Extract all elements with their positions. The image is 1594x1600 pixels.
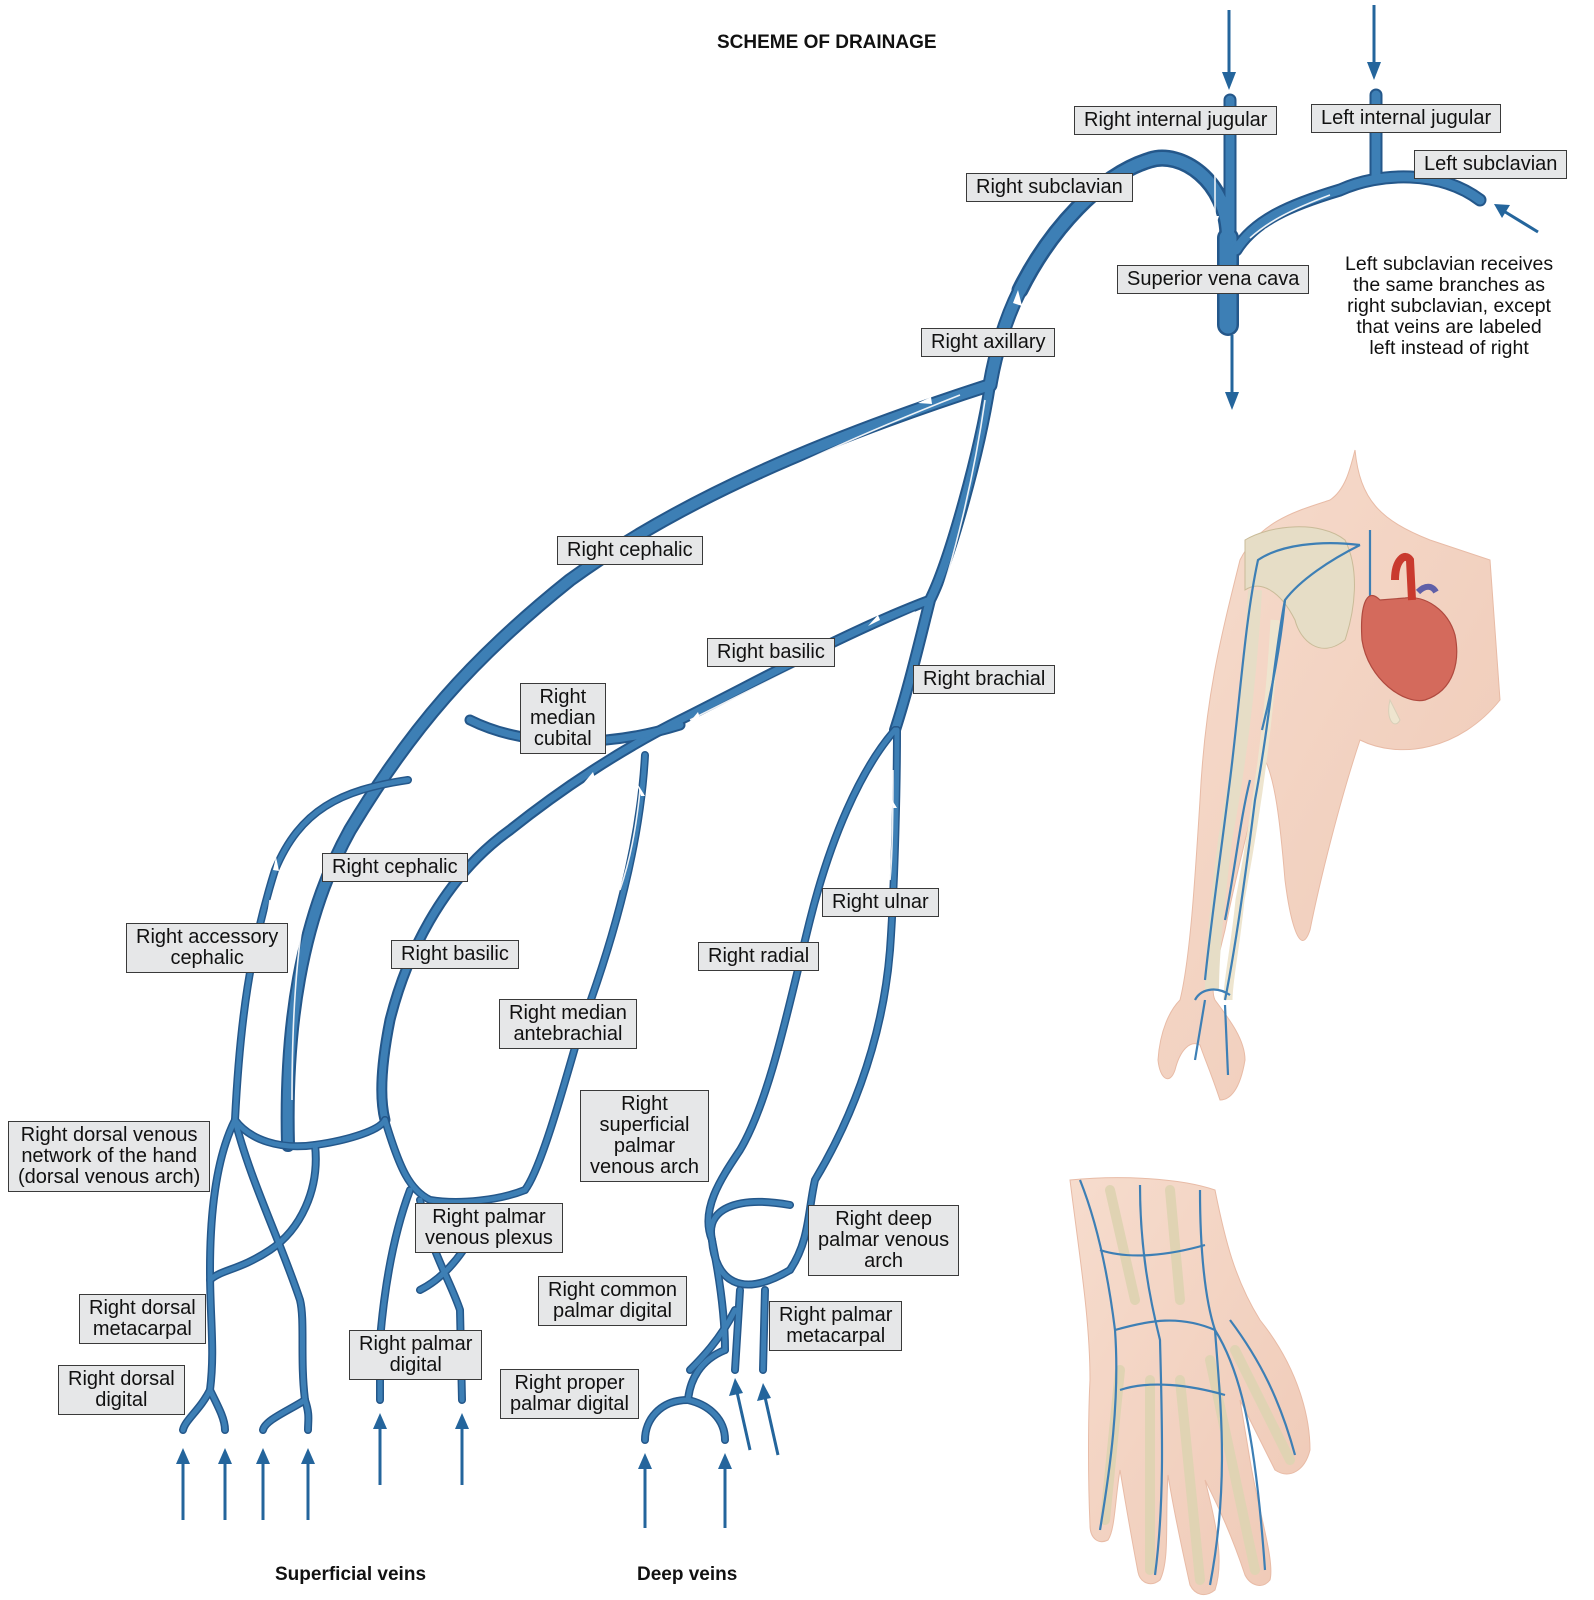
label-superior-vena-cava: Superior vena cava <box>1117 265 1309 294</box>
label-right-superficial-palmar-venous-arch: Right superficial palmar venous arch <box>580 1090 709 1182</box>
label-right-median-cubital: Right median cubital <box>520 683 606 754</box>
label-left-internal-jugular: Left internal jugular <box>1311 104 1501 133</box>
label-right-proper-palmar-digital: Right proper palmar digital <box>500 1369 639 1419</box>
label-right-axillary: Right axillary <box>921 328 1055 357</box>
label-right-palmar-digital: Right palmar digital <box>349 1330 482 1380</box>
label-right-common-palmar-digital: Right common palmar digital <box>538 1276 687 1326</box>
label-right-subclavian: Right subclavian <box>966 173 1133 202</box>
arm-illustration <box>1158 450 1500 1100</box>
label-right-basilic-lower: Right basilic <box>391 940 519 969</box>
label-right-accessory-cephalic: Right accessory cephalic <box>126 923 288 973</box>
label-right-deep-palmar-venous-arch: Right deep palmar venous arch <box>808 1205 959 1276</box>
footer-deep-veins: Deep veins <box>637 1564 737 1586</box>
label-right-basilic-upper: Right basilic <box>707 638 835 667</box>
left-subclavian-note: Left subclavian receives the same branch… <box>1345 254 1553 359</box>
diagram-title: SCHEME OF DRAINAGE <box>717 32 937 54</box>
label-right-internal-jugular: Right internal jugular <box>1074 106 1277 135</box>
label-right-median-antebrachial: Right median antebrachial <box>499 999 637 1049</box>
footer-superficial-veins: Superficial veins <box>275 1564 426 1586</box>
label-right-brachial: Right brachial <box>913 665 1055 694</box>
label-left-subclavian: Left subclavian <box>1414 150 1567 179</box>
label-right-radial: Right radial <box>698 942 819 971</box>
label-right-ulnar: Right ulnar <box>822 888 939 917</box>
label-right-palmar-venous-plexus: Right palmar venous plexus <box>415 1203 563 1253</box>
label-right-cephalic-lower: Right cephalic <box>322 853 468 882</box>
hand-illustration <box>1070 1178 1310 1595</box>
label-right-dorsal-venous-network: Right dorsal venous network of the hand … <box>8 1121 210 1192</box>
label-right-dorsal-metacarpal: Right dorsal metacarpal <box>79 1294 206 1344</box>
label-right-dorsal-digital: Right dorsal digital <box>58 1365 185 1415</box>
label-right-palmar-metacarpal: Right palmar metacarpal <box>769 1301 902 1351</box>
label-right-cephalic-upper: Right cephalic <box>557 536 703 565</box>
